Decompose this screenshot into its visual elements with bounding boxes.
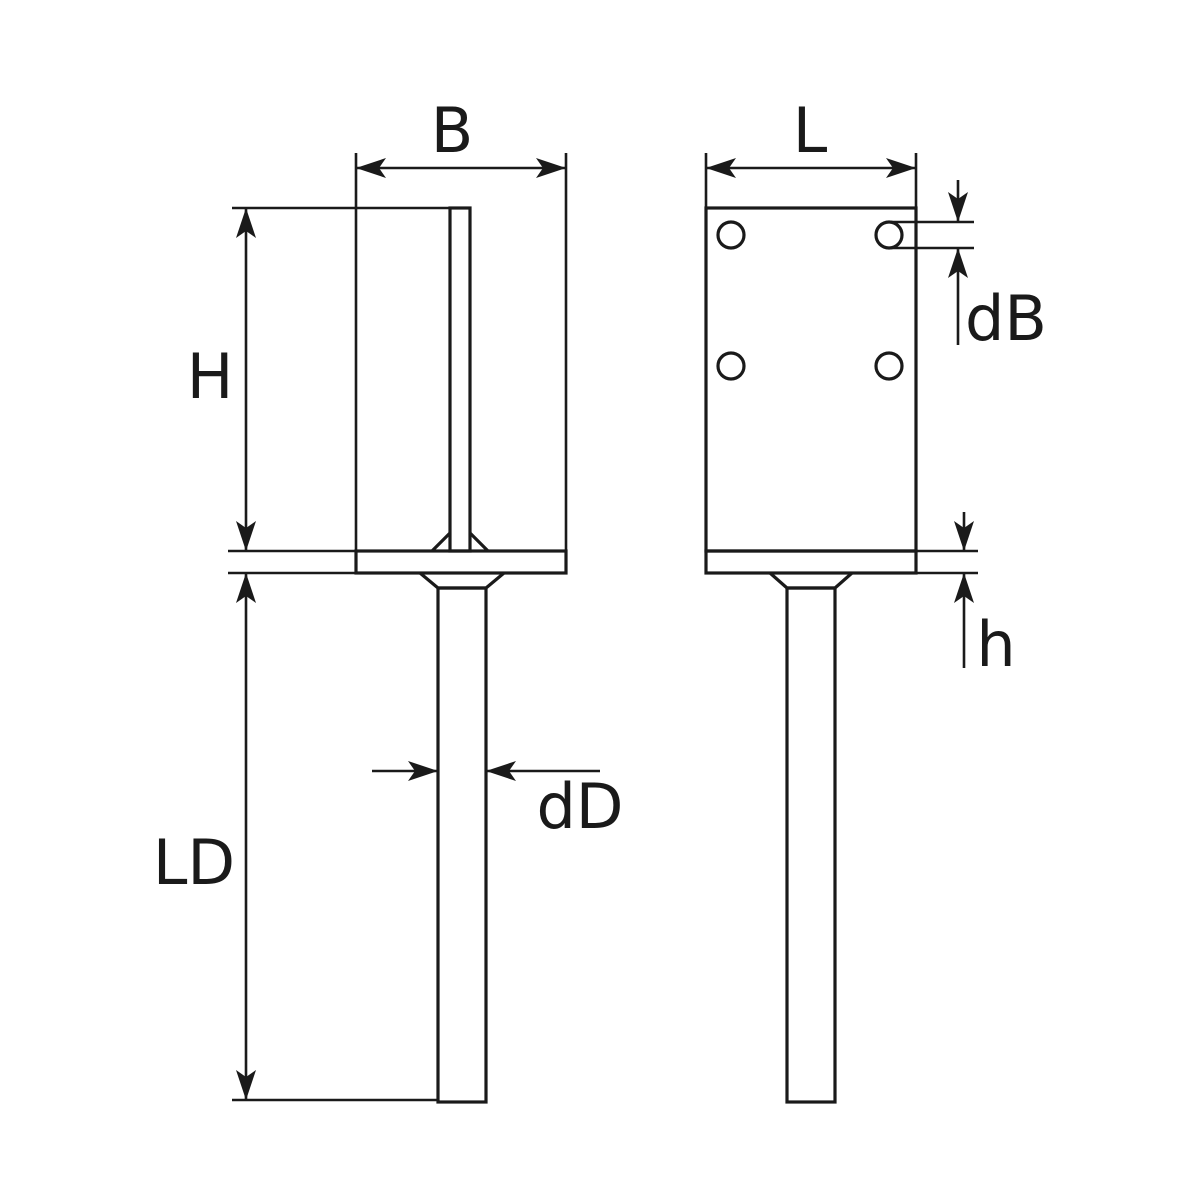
front-view-lower-weld — [768, 571, 854, 590]
side-view: B H LD dD — [153, 94, 624, 1104]
side-view-upper-weld — [430, 531, 490, 553]
label-L: L — [793, 94, 828, 167]
bolt-hole-top-right — [874, 220, 904, 250]
side-view-vertical-plate — [448, 206, 472, 553]
front-view-extension-lines — [704, 153, 978, 575]
label-dB: dB — [965, 282, 1047, 355]
label-B: B — [431, 94, 474, 167]
side-view-lower-weld — [418, 571, 506, 590]
bolt-hole-bottom-left — [716, 351, 746, 381]
label-dD: dD — [536, 770, 623, 843]
label-H: H — [187, 340, 234, 413]
side-view-base-plate — [354, 549, 568, 575]
front-view: L dB h — [704, 94, 1047, 1104]
bolt-hole-top-left — [716, 220, 746, 250]
side-view-rod — [436, 586, 488, 1104]
side-view-extension-lines — [228, 153, 568, 1102]
front-view-base-plate — [704, 549, 918, 575]
bolt-hole-bottom-right — [874, 351, 904, 381]
label-h: h — [976, 608, 1015, 681]
front-view-rod — [785, 586, 837, 1104]
label-LD: LD — [153, 826, 235, 899]
